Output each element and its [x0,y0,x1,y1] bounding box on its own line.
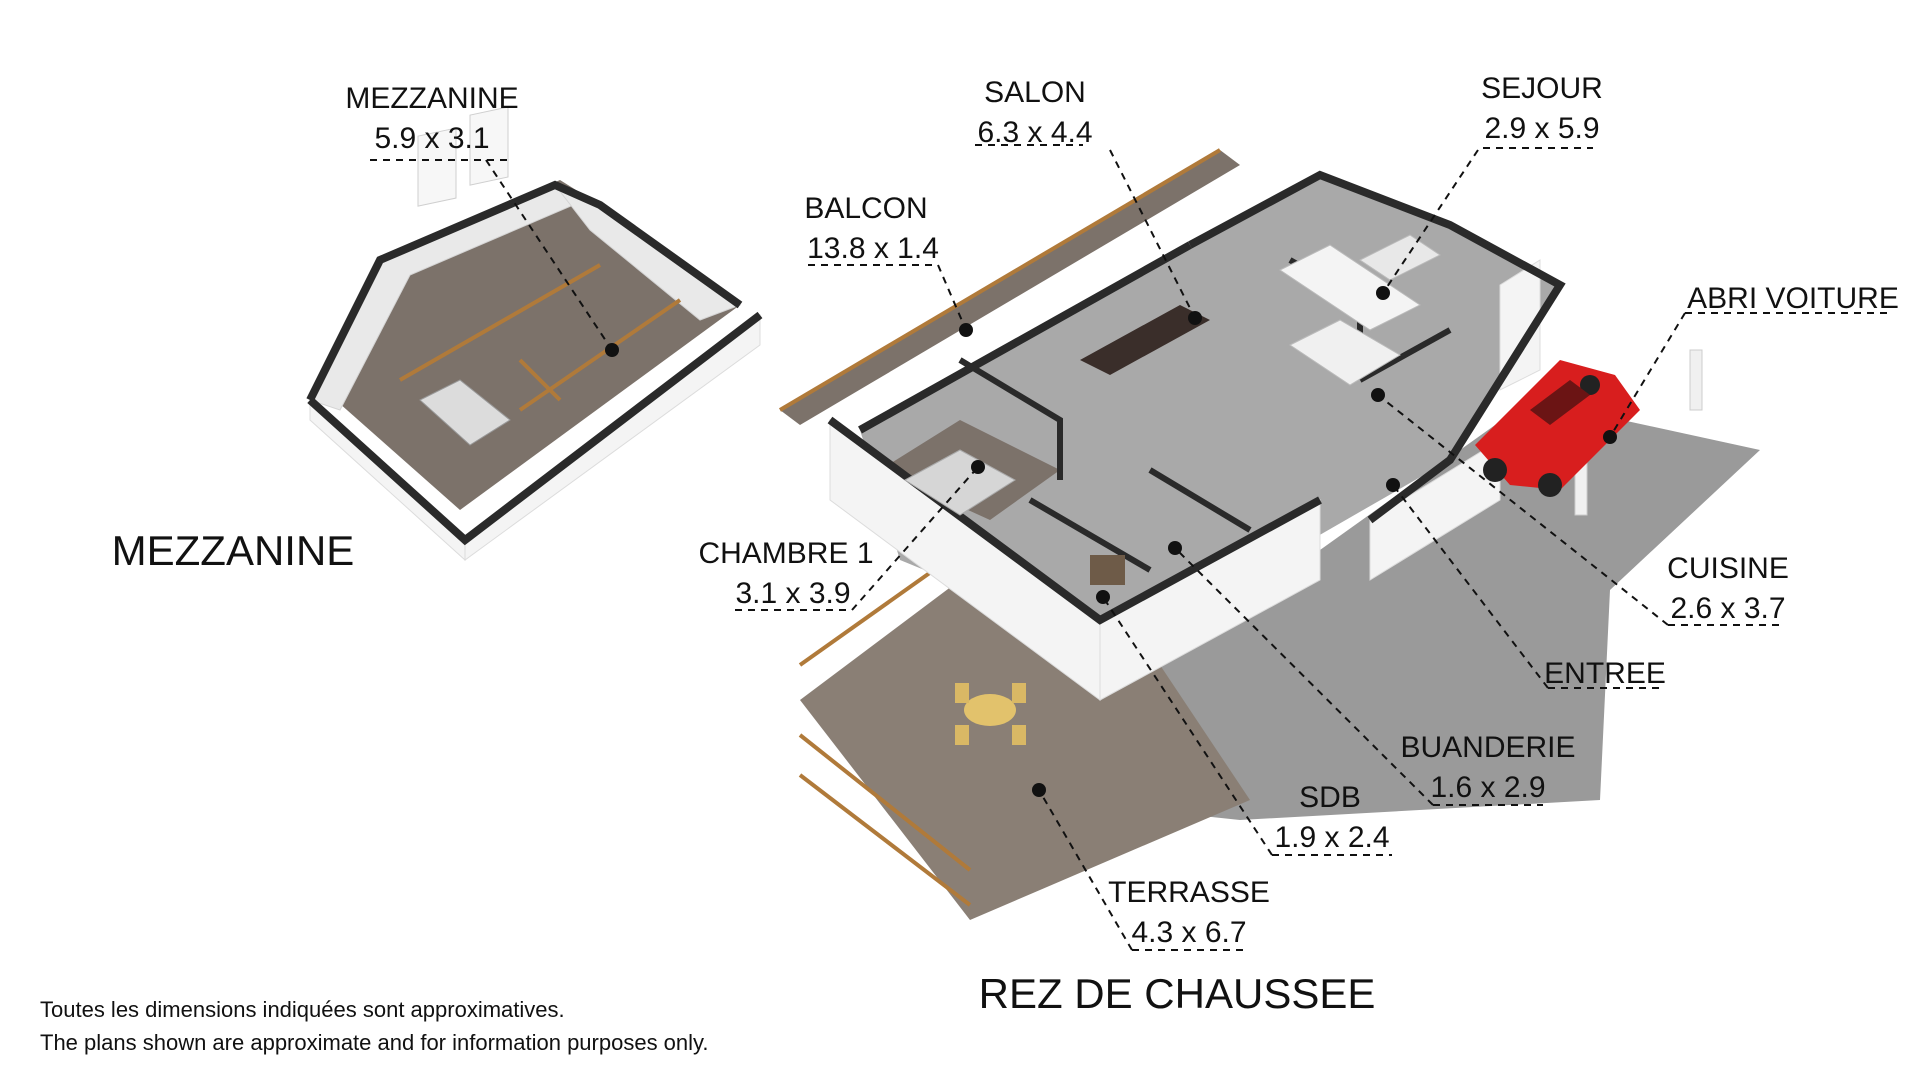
terrace-railing [798,733,972,872]
terrasse-marker [1032,783,1046,797]
mezzanine-marker [605,343,619,357]
sdb-marker [1096,590,1110,604]
terrasse-dim: 4.3 x 6.7 [1131,916,1246,949]
chambre1-name: CHAMBRE 1 [698,537,873,570]
mezzanine-railing [518,298,682,412]
entree-marker [1386,478,1400,492]
carport-post [1689,349,1703,411]
mezzanine-stair-opening [419,379,511,446]
mezzanine-skylight [469,106,509,186]
salon-name: SALON [984,76,1086,109]
car-icon [1475,360,1640,497]
sdb-dim: 1.9 x 2.4 [1274,821,1389,854]
terrace-chair [955,683,969,703]
ground-wall-top [858,241,1192,434]
balcony-railing [778,148,1222,412]
kitchen-island [1289,319,1401,386]
mezzanine-section-title: MEZZANINE [112,527,355,574]
cuisine-dim: 2.6 x 3.7 [1670,592,1785,625]
buanderie-dim: 1.6 x 2.9 [1430,771,1545,804]
mezzanine-room-name: MEZZANINE [345,82,518,115]
mezzanine-railing [518,358,562,402]
terrace-chair [1012,725,1026,745]
ground-floor-section-title: REZ DE CHAUSSEE [979,970,1376,1017]
ground-wall-top [1188,170,1566,524]
salon-dim: 6.3 x 4.4 [977,116,1092,149]
bathroom-vanity [1090,555,1125,585]
kitchen-counter [1279,244,1421,331]
mezzanine-railing [399,263,601,382]
abri-voiture-marker [1603,430,1617,444]
mezzanine-floor [330,180,740,510]
sejour-marker [1376,286,1390,300]
balcony-floor [780,150,1240,425]
salon-marker [1188,311,1202,325]
terrace-chair [1012,683,1026,703]
mezzanine-room-dim: 5.9 x 3.1 [374,122,489,155]
chambre1-marker [971,460,985,474]
terrace-railing [798,773,972,907]
disclaimer-en: The plans shown are approximate and for … [40,1030,709,1055]
interior-wall [1148,467,1252,533]
buanderie-marker [1168,541,1182,555]
mezzanine-wall-top-front [307,311,763,546]
interior-wall [1358,327,1452,383]
sdb-name: SDB [1299,781,1361,814]
interior-wall [958,357,1063,480]
balcon-name: BALCON [804,192,927,225]
cuisine-name: CUISINE [1667,552,1789,585]
disclaimer-fr: Toutes les dimensions indiquées sont app… [40,997,565,1022]
sofa [1359,234,1441,281]
ground-wall-entry [1369,439,1501,581]
terrace-table [964,694,1016,726]
mezzanine-model [306,106,763,562]
terrasse-name: TERRASSE [1108,876,1270,909]
dining-table [1080,305,1210,375]
buanderie-name: BUANDERIE [1400,731,1575,764]
mezzanine-wall-top [306,180,743,402]
bed [904,449,1016,516]
cuisine-marker [1371,388,1385,402]
interior-wall [1028,497,1152,573]
mezzanine-skylight [417,127,457,207]
leader-lines [370,144,1888,951]
balcon-dim: 13.8 x 1.4 [807,232,939,265]
sejour-dim: 2.9 x 5.9 [1484,112,1599,145]
terrace-chair [955,725,969,745]
sejour-name: SEJOUR [1481,72,1603,105]
abri-voiture-name: ABRI VOITURE [1687,282,1899,315]
room-labels: MEZZANINE 5.9 x 3.1 SALON 6.3 x 4.4 SEJO… [112,72,1899,1017]
balcon-marker [959,323,973,337]
chambre1-dim: 3.1 x 3.9 [735,577,850,610]
entree-name: ENTREE [1544,657,1666,690]
